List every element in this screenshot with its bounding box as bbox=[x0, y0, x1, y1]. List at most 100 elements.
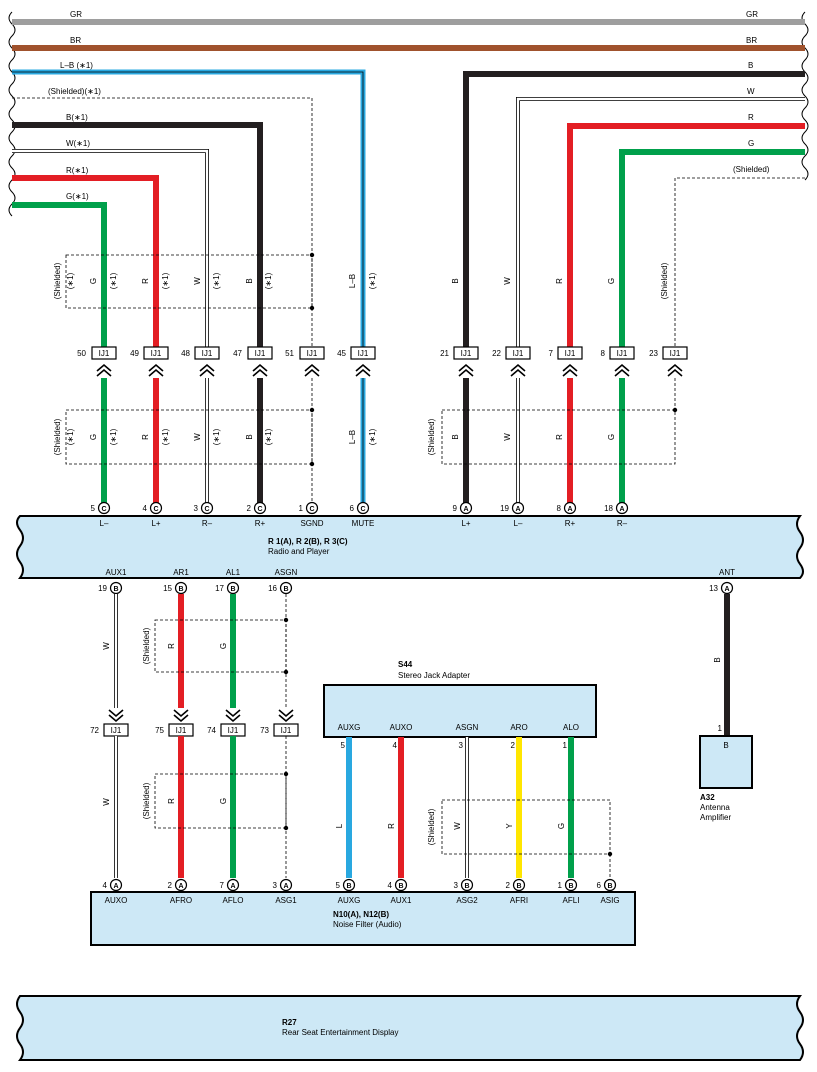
ij-pin: 21 bbox=[440, 349, 449, 358]
star-label: (∗1) bbox=[212, 428, 221, 445]
ij1-label: IJ1 bbox=[228, 726, 239, 735]
wire-color-b: B bbox=[451, 434, 460, 439]
wire-g-top bbox=[12, 202, 107, 350]
wire-label-br-right: BR bbox=[746, 36, 757, 45]
wire-r-right bbox=[567, 123, 805, 350]
star-label: (∗1) bbox=[264, 428, 273, 445]
ij-pin: 8 bbox=[601, 349, 606, 358]
ij1-label: IJ1 bbox=[202, 349, 213, 358]
ij1-lower-row: IJ1 72 IJ1 75 IJ1 74 IJ1 73 bbox=[90, 723, 299, 737]
connector-chevrons-upper bbox=[96, 363, 683, 377]
shield-box-jack bbox=[441, 799, 611, 855]
wire-r-top bbox=[12, 175, 159, 350]
pin-signal: AFLO bbox=[223, 896, 244, 905]
ij-pin: 23 bbox=[649, 349, 658, 358]
wire-shield-top bbox=[12, 97, 313, 350]
noise-filter-box bbox=[90, 891, 636, 946]
wire-label-b: B(∗1) bbox=[66, 113, 88, 122]
star-label: (∗1) bbox=[109, 272, 118, 289]
shielded-label: (Shielded) bbox=[142, 782, 151, 819]
wire-color-w: W bbox=[102, 642, 111, 650]
pin-letter: B bbox=[283, 586, 288, 593]
ij1-connector bbox=[143, 346, 169, 360]
splice-dot bbox=[283, 825, 289, 831]
wire-color-lb: L–B bbox=[348, 430, 357, 444]
ij1-label: IJ1 bbox=[617, 349, 628, 358]
pin-letter: B bbox=[516, 883, 521, 890]
wire-color-g: G bbox=[219, 798, 228, 804]
wire-color-r: R bbox=[167, 798, 176, 804]
antenna-box bbox=[699, 735, 753, 789]
wire-label-shielded: (Shielded)(∗1) bbox=[48, 87, 101, 96]
pin-signal: ASGN bbox=[456, 723, 479, 732]
ij1-connector bbox=[662, 346, 688, 360]
wire-label-w-right: W bbox=[747, 87, 755, 96]
wire-lb-top-core bbox=[12, 71, 364, 350]
pin-signal: AFRI bbox=[510, 896, 528, 905]
ij1-connector bbox=[453, 346, 479, 360]
shielded-label: (Shielded) bbox=[142, 627, 151, 664]
pin-number: 3 bbox=[454, 881, 459, 890]
pin-signal: AR1 bbox=[173, 568, 189, 577]
ij1-label: IJ1 bbox=[111, 726, 122, 735]
ij1-connector bbox=[194, 346, 220, 360]
wire-color-g: G bbox=[557, 823, 566, 829]
star-label: (∗1) bbox=[66, 272, 75, 289]
ij-pin: 73 bbox=[260, 726, 269, 735]
wire-color-g: G bbox=[89, 434, 98, 440]
wire-g-right bbox=[619, 149, 805, 350]
wire-color-b: B bbox=[245, 278, 254, 283]
radio-name: Radio and Player bbox=[268, 547, 330, 556]
pin-signal: AUXO bbox=[105, 896, 128, 905]
ij1-connector bbox=[557, 346, 583, 360]
splice-dot bbox=[607, 851, 613, 857]
ij-pin: 7 bbox=[549, 349, 554, 358]
star-label: (∗1) bbox=[212, 272, 221, 289]
pin-number: 5 bbox=[336, 881, 341, 890]
wire-label-br-left: BR bbox=[70, 36, 81, 45]
pin-number: 3 bbox=[459, 741, 464, 750]
pin-signal: ASGN bbox=[275, 568, 298, 577]
pin-number: 7 bbox=[220, 881, 225, 890]
pin-letter: B bbox=[113, 586, 118, 593]
pin-number: 15 bbox=[163, 584, 172, 593]
antenna-id: A32 bbox=[700, 793, 715, 802]
pin-signal: AUXO bbox=[390, 723, 413, 732]
stereo-jack-name: Stereo Jack Adapter bbox=[398, 671, 470, 680]
ij1-connector bbox=[91, 346, 117, 360]
wire-color-b: B bbox=[245, 434, 254, 439]
pin-number: 19 bbox=[98, 584, 107, 593]
pin-signal: AFRO bbox=[170, 896, 192, 905]
pin-number: 6 bbox=[350, 504, 355, 513]
ij-pin: 75 bbox=[155, 726, 164, 735]
ij1-upper-row: IJ1 50 IJ1 49 IJ1 48 IJ1 47 IJ1 51 IJ1 4… bbox=[77, 346, 688, 360]
antenna-name-1: Antenna bbox=[700, 803, 730, 812]
pin-signal: ARO bbox=[510, 723, 527, 732]
pin-number: 1 bbox=[558, 881, 563, 890]
pin-number: 2 bbox=[168, 881, 173, 890]
shield-box-lower bbox=[154, 773, 287, 829]
ij-pin: 49 bbox=[130, 349, 139, 358]
pin-signal: AUXG bbox=[338, 896, 361, 905]
wire-label-gr-left: GR bbox=[70, 10, 82, 19]
left-break-line bbox=[8, 11, 16, 217]
wire-color-r: R bbox=[167, 643, 176, 649]
splice-dot bbox=[283, 617, 289, 623]
pin-letter: B bbox=[346, 883, 351, 890]
star-label: (∗1) bbox=[161, 272, 170, 289]
pin-signal: ANT bbox=[719, 568, 735, 577]
shielded-label: (Shielded) bbox=[427, 418, 436, 455]
ij-pin: 74 bbox=[207, 726, 216, 735]
pin-number: 4 bbox=[143, 504, 148, 513]
pin-letter: B bbox=[568, 883, 573, 890]
splice-dot bbox=[672, 407, 678, 413]
wire-color-lb: L–B bbox=[348, 274, 357, 288]
pin-letter: A bbox=[283, 883, 288, 890]
wire-color-w: W bbox=[102, 798, 111, 806]
pin-letter: B bbox=[178, 586, 183, 593]
stereo-jack-box bbox=[323, 684, 597, 738]
ij1-connector bbox=[505, 346, 531, 360]
star-label: (∗1) bbox=[109, 428, 118, 445]
pin-signal: AUX1 bbox=[391, 896, 412, 905]
